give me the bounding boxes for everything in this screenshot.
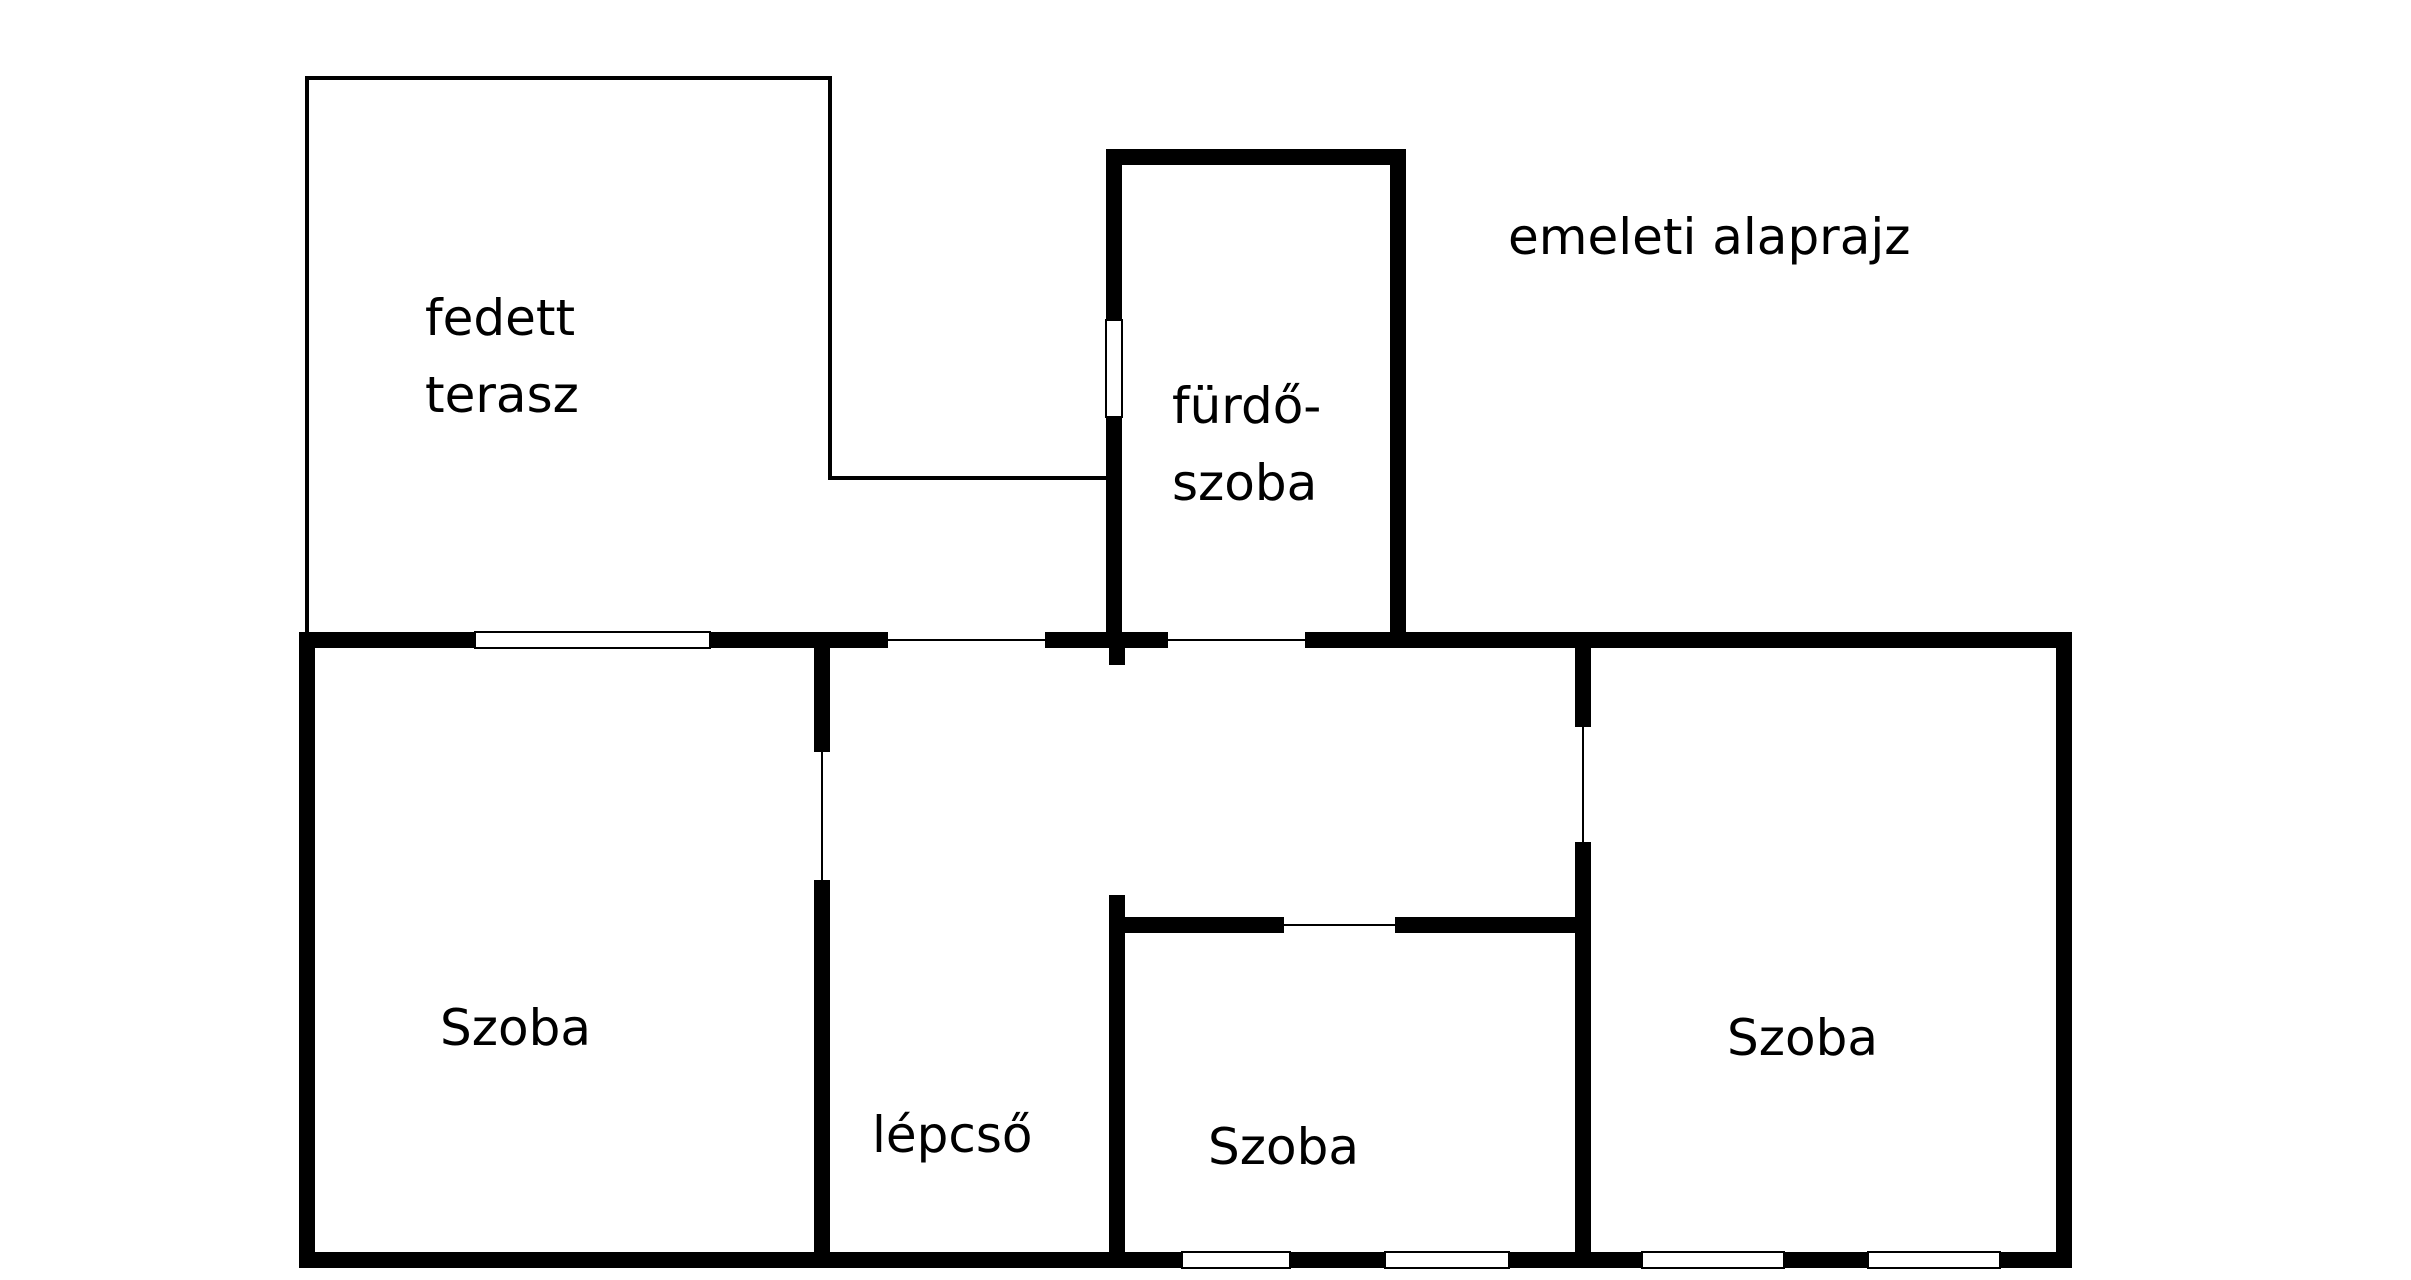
bottom-windows — [1181, 1251, 2001, 1269]
plan-title: emeleti alaprajz — [1508, 208, 1911, 266]
bottom-window-2 — [1384, 1251, 1510, 1269]
terrace-label-line1: fedett — [425, 289, 575, 347]
room-right-label: Szoba — [1727, 1009, 1878, 1067]
terrace-label-line2: terasz — [425, 366, 579, 424]
bathroom-label-line2: szoba — [1172, 454, 1317, 512]
stairs-label: lépcső — [872, 1106, 1033, 1164]
bottom-window-3 — [1641, 1251, 1785, 1269]
bottom-window-1 — [1181, 1251, 1291, 1269]
top-window — [474, 631, 711, 649]
interior-door-openings — [821, 727, 1584, 926]
room-middle-label: Szoba — [1208, 1118, 1359, 1176]
terrace-outline — [305, 76, 1112, 640]
bathroom-window — [1105, 319, 1123, 418]
bottom-window-4 — [1867, 1251, 2001, 1269]
bathroom-label-line1: fürdő- — [1172, 377, 1321, 435]
room-left-label: Szoba — [440, 999, 591, 1057]
interior-walls — [814, 632, 1591, 1268]
outer-walls — [299, 632, 2072, 1268]
